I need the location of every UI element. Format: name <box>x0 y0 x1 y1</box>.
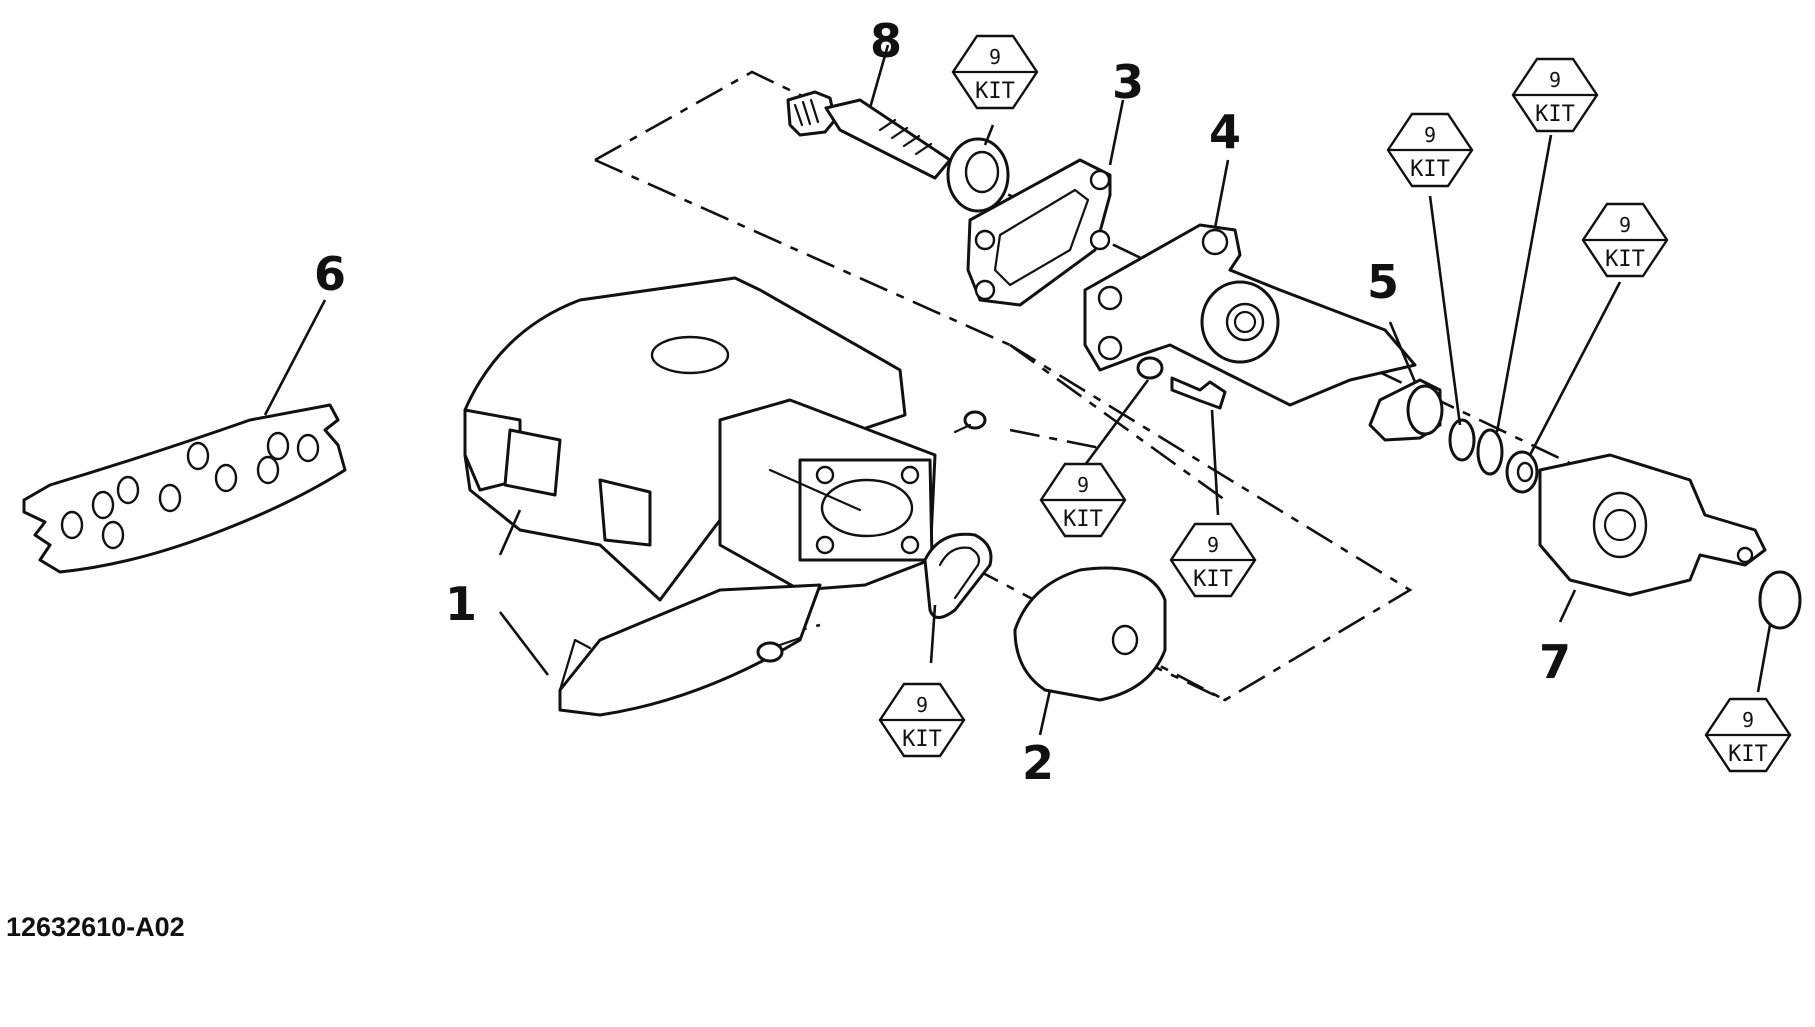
svg-text:9: 9 <box>1619 213 1631 237</box>
callout-8: 8 <box>870 14 902 68</box>
small-oring <box>1136 356 1164 380</box>
svg-text:9: 9 <box>1742 708 1754 732</box>
svg-text:KIT: KIT <box>1063 507 1103 532</box>
part-2-gasket <box>923 532 993 619</box>
callout-labels: 1 2 3 4 5 6 7 8 <box>314 14 1571 790</box>
part-4-caliper-arm <box>1083 223 1417 407</box>
svg-text:9: 9 <box>916 693 928 717</box>
svg-text:KIT: KIT <box>1605 247 1645 272</box>
kit-badge: 9 KIT <box>951 34 1039 110</box>
part-5-piston <box>1368 378 1444 442</box>
callout-5: 5 <box>1367 255 1399 309</box>
screw-upper <box>953 410 987 434</box>
svg-text:KIT: KIT <box>902 727 942 752</box>
svg-text:KIT: KIT <box>1535 102 1575 127</box>
reference-code: 12632610-A02 <box>6 912 185 942</box>
svg-text:9: 9 <box>1207 533 1219 557</box>
part-2-piston-block <box>1013 566 1167 702</box>
kit-clip <box>1505 450 1539 494</box>
kit-badge: 9 KIT <box>1386 112 1474 188</box>
part-7-bracket <box>1538 453 1767 597</box>
adjuster-screw <box>1170 376 1227 410</box>
screw-lower <box>756 636 802 663</box>
kit-badge: 9 KIT <box>1511 57 1599 133</box>
leader-lines <box>263 44 1772 736</box>
svg-text:KIT: KIT <box>975 79 1015 104</box>
callout-2: 2 <box>1022 736 1054 790</box>
callout-1: 1 <box>445 577 477 631</box>
svg-text:9: 9 <box>1549 68 1561 92</box>
svg-text:KIT: KIT <box>1410 157 1450 182</box>
kit-badge: 9 KIT <box>1704 697 1792 773</box>
kit-seal-2 <box>1476 428 1504 476</box>
callout-4: 4 <box>1209 105 1241 159</box>
callout-3: 3 <box>1112 55 1144 109</box>
kit-washer <box>946 137 1010 213</box>
svg-text:KIT: KIT <box>1193 567 1233 592</box>
kit-badge: 9 KIT <box>878 682 966 758</box>
svg-text:9: 9 <box>1424 123 1436 147</box>
svg-text:9: 9 <box>1077 473 1089 497</box>
part-3-gasket-plate <box>966 158 1112 307</box>
kit-badge: 9 KIT <box>1581 202 1669 278</box>
callout-6: 6 <box>314 247 346 301</box>
svg-text:KIT: KIT <box>1728 742 1768 767</box>
kit-badge: 9 KIT <box>1039 462 1127 538</box>
svg-text:9: 9 <box>989 45 1001 69</box>
callout-7: 7 <box>1539 635 1571 689</box>
kit-seal-1 <box>1448 418 1476 462</box>
part-6-lining-plate <box>22 403 347 574</box>
kit-oring-right <box>1758 570 1802 630</box>
part-8-bolt <box>786 90 952 180</box>
part-1-caliper-housing <box>463 276 937 717</box>
kit-badge: 9 KIT <box>1169 522 1257 598</box>
